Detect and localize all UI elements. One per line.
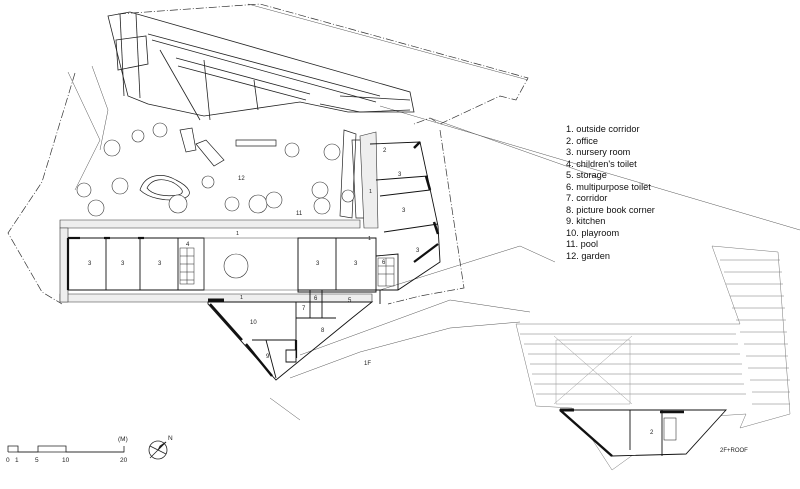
scale-tick-10: 10 bbox=[62, 457, 70, 464]
building-1f bbox=[66, 141, 441, 381]
legend-item: 4. children's toilet bbox=[566, 158, 637, 169]
room-label-9: 9 bbox=[266, 354, 270, 360]
legend-item: 8. picture book corner bbox=[566, 204, 655, 215]
room-label-11: 11 bbox=[296, 211, 303, 217]
site-boundary bbox=[7, 3, 529, 305]
room-labels: 3 3 3 4 3 3 3 3 3 2 6 1 1 1 1 6 5 7 8 10… bbox=[88, 148, 654, 436]
room-label-8: 8 bbox=[321, 328, 325, 334]
room-label-4: 4 bbox=[186, 242, 190, 248]
room-label-3: 3 bbox=[158, 261, 162, 267]
scale-tick-1: 1 bbox=[15, 457, 19, 464]
room-label-2: 2 bbox=[383, 148, 387, 154]
surroundings bbox=[67, 3, 800, 421]
legend-item: 11. pool bbox=[566, 239, 599, 250]
scale-tick-5: 5 bbox=[35, 457, 39, 464]
garden-features bbox=[139, 127, 371, 219]
scale-tick-20: 20 bbox=[120, 457, 128, 464]
room-label-1: 1 bbox=[240, 295, 243, 301]
legend-item: 5. storage bbox=[566, 170, 607, 181]
legend-item: 3. nursery room bbox=[566, 147, 631, 158]
room-label-6: 6 bbox=[382, 260, 386, 266]
legend-item: 12. garden bbox=[566, 251, 610, 262]
room-label-10: 10 bbox=[250, 320, 257, 326]
scale-bar bbox=[7, 445, 125, 453]
room-label-3: 3 bbox=[398, 172, 402, 178]
trees bbox=[76, 122, 355, 279]
scale-unit: (M) bbox=[118, 436, 128, 443]
room-label-3: 3 bbox=[402, 208, 406, 214]
room-label-3: 3 bbox=[121, 261, 125, 267]
room-label-12: 12 bbox=[238, 176, 245, 182]
north-arrow-icon bbox=[148, 440, 168, 460]
room-label-3: 3 bbox=[316, 261, 320, 267]
room-label-3: 3 bbox=[88, 261, 92, 267]
floor-label-1f: 1F bbox=[364, 361, 371, 367]
legend-item: 6. multipurpose toilet bbox=[566, 181, 651, 192]
north-label: N bbox=[168, 435, 173, 442]
scale-tick-0: 0 bbox=[6, 457, 10, 464]
second-floor bbox=[558, 408, 728, 457]
room-label-1: 1 bbox=[236, 231, 239, 237]
room-label-6: 6 bbox=[314, 296, 318, 302]
room-label-3: 3 bbox=[416, 248, 420, 254]
room-label-1: 1 bbox=[368, 236, 371, 242]
legend-item: 10. playroom bbox=[566, 227, 620, 238]
room-label-7: 7 bbox=[302, 306, 306, 312]
existing-building-north bbox=[107, 11, 415, 121]
toilet-fixtures bbox=[179, 247, 395, 287]
legend-item: 2. office bbox=[566, 135, 599, 146]
legend-item: 9. kitchen bbox=[566, 216, 606, 227]
outside-corridor bbox=[59, 131, 379, 303]
room-label-2: 2 bbox=[650, 430, 654, 436]
legend-item: 7. corridor bbox=[566, 193, 608, 204]
floor-label-2f-roof: 2F+ROOF bbox=[720, 448, 748, 454]
room-label-5: 5 bbox=[348, 298, 352, 304]
room-label-1: 1 bbox=[369, 189, 372, 195]
legend-item: 1. outside corridor bbox=[566, 124, 640, 134]
roof-plan bbox=[515, 245, 791, 471]
room-label-3: 3 bbox=[354, 261, 358, 267]
